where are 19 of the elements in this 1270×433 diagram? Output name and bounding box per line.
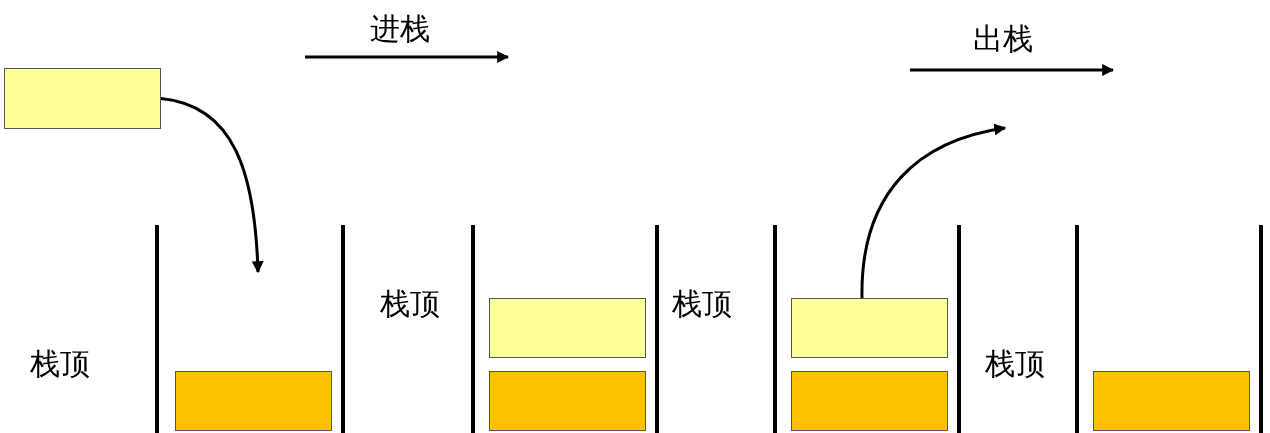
stack-element [489, 298, 646, 358]
stack-element [4, 68, 161, 129]
stack-element [791, 371, 948, 431]
curved-arrow [160, 97, 264, 274]
stack-container [155, 225, 345, 433]
stack-element [1093, 371, 1250, 431]
stack-top-label: 栈顶 [672, 287, 732, 321]
stack-element [791, 298, 948, 358]
stack-element [175, 371, 332, 431]
stack-top-label: 栈顶 [380, 287, 440, 321]
stack-container [471, 225, 659, 433]
curved-arrow [860, 124, 1007, 299]
stack-top-label: 栈顶 [30, 347, 90, 381]
stack-container [773, 225, 961, 433]
pop-label: 出栈 [973, 22, 1033, 56]
stack-element [489, 371, 646, 431]
stack-container [1075, 225, 1263, 433]
push-label: 进栈 [370, 12, 430, 46]
stack-top-label: 栈顶 [985, 347, 1045, 381]
